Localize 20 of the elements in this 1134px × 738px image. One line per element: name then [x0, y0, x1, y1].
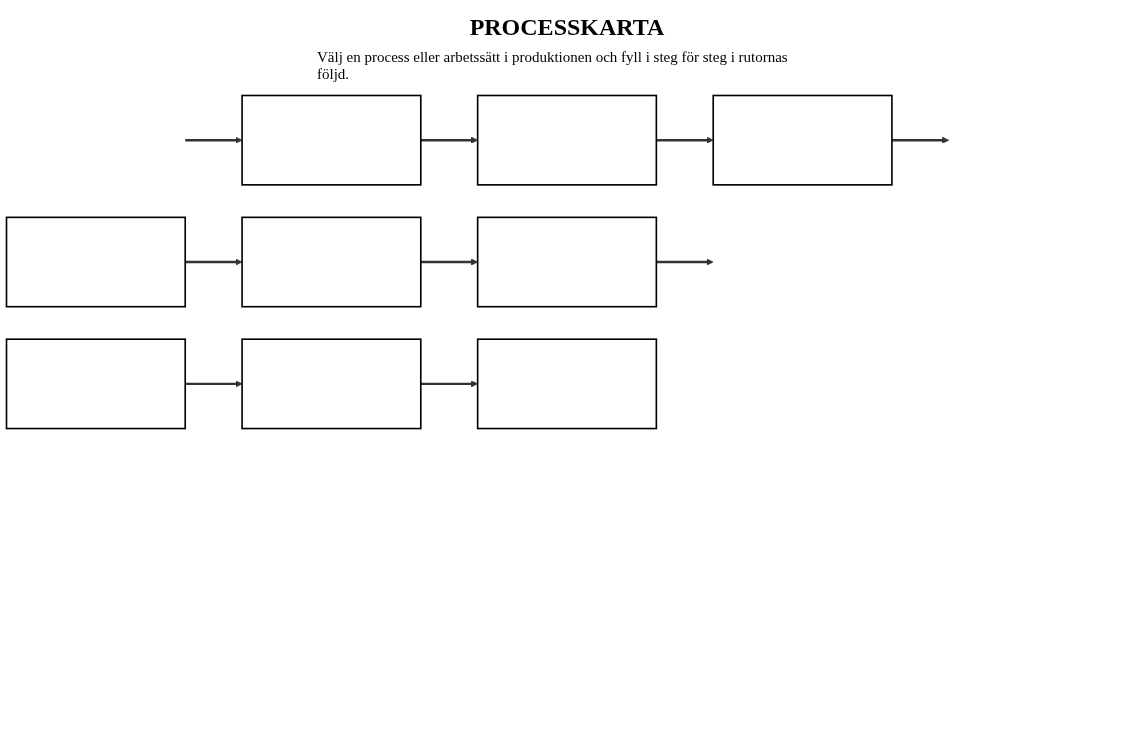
arrow	[420, 136, 478, 144]
arrow	[185, 380, 243, 388]
node-box	[476, 216, 658, 308]
arrow	[420, 258, 478, 266]
node-box	[241, 338, 422, 430]
instruction-text: Välj en process eller arbetssätt i produktionen och fyll i steg för steg i rutornas följd.	[317, 49, 789, 83]
node-box	[241, 216, 422, 308]
arrow	[656, 136, 714, 144]
node-box	[712, 94, 893, 186]
node-box	[5, 216, 186, 308]
node-box	[476, 338, 658, 430]
arrow	[185, 258, 243, 266]
arrow	[656, 258, 714, 266]
arrow	[185, 136, 243, 144]
page-title: PROCESSKARTA	[468, 14, 666, 41]
node-box	[5, 338, 186, 430]
node-box	[241, 94, 422, 186]
node-box	[476, 94, 658, 186]
arrow	[891, 136, 950, 144]
arrow	[420, 380, 478, 388]
